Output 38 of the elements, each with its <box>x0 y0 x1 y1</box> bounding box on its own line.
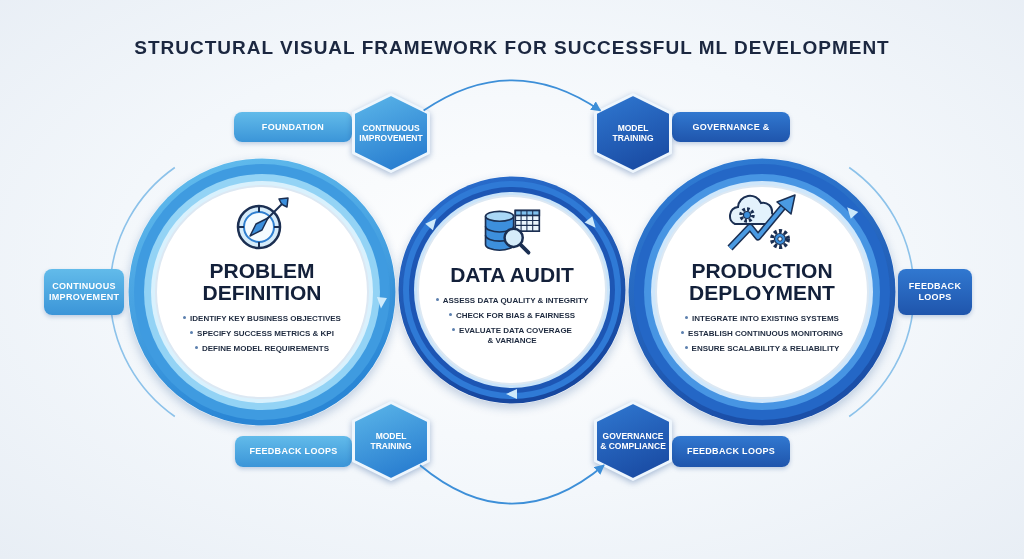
stage-title: PRODUCTION DEPLOYMENT <box>688 260 836 304</box>
stage-title: PROBLEM DEFINITION <box>201 260 323 304</box>
stage-circle <box>398 176 626 404</box>
curved-arrow <box>422 79 602 112</box>
tab-label: FEEDBACK LOOPS <box>249 446 338 457</box>
bullet-text: SPECIFY SUCCESS METRICS & KPI <box>190 329 334 339</box>
tab-label: GOVERNANCE & <box>692 121 770 133</box>
label-tab <box>234 112 352 142</box>
hexagon-node <box>352 93 430 173</box>
hexagon-node <box>594 401 672 481</box>
label-tab <box>44 269 124 315</box>
curved-arrow <box>419 464 605 505</box>
hexagon-label: GOVERNANCE & COMPLIANCE <box>599 430 667 452</box>
hexagon-label: CONTINUOUS IMPROVEMENT <box>358 122 424 144</box>
hexagon-label: MODEL TRAINING <box>611 122 655 144</box>
label-tab <box>235 436 352 467</box>
bullet-text: DEFINE MODEL REQUIREMENTS <box>195 344 329 354</box>
stage-circle <box>128 158 396 426</box>
stage-title: DATA AUDIT <box>450 264 574 286</box>
stage-circle <box>628 158 896 426</box>
hexagon-node <box>594 93 672 173</box>
bullet-text: INTEGRATE INTO EXISTING SYSTEMS <box>685 314 839 324</box>
tab-label: CONTINUOUS IMPROVEMENT <box>49 281 119 303</box>
label-tab <box>898 269 972 315</box>
bullet-text: ASSESS DATA QUALITY & INTEGRITY <box>435 296 589 306</box>
bullet-text: EVALUATE DATA COVERAGE & VARIANCE <box>448 326 576 346</box>
bullet-text: CHECK FOR BIAS & FAIRNESS <box>448 311 576 321</box>
tab-label: FEEDBACK LOOPS <box>686 446 776 457</box>
bullet-text: ESTABLISH CONTINUOUS MONITORING <box>681 329 843 339</box>
hexagon-label: MODEL TRAINING <box>369 430 413 452</box>
label-tab <box>672 112 790 142</box>
tab-label: FEEDBACK LOOPS <box>907 281 963 303</box>
bullet-text: IDENTIFY KEY BUSINESS OBJECTIVES <box>183 314 341 324</box>
tab-label: FOUNDATION <box>261 121 325 133</box>
hexagon-node <box>352 401 430 481</box>
page-title: STRUCTURAL VISUAL FRAMEWORK FOR SUCCESSFUL ML DEVELOPMENT <box>134 37 890 59</box>
bullet-text: ENSURE SCALABILITY & RELIABILITY <box>684 344 840 354</box>
label-tab <box>672 436 790 467</box>
